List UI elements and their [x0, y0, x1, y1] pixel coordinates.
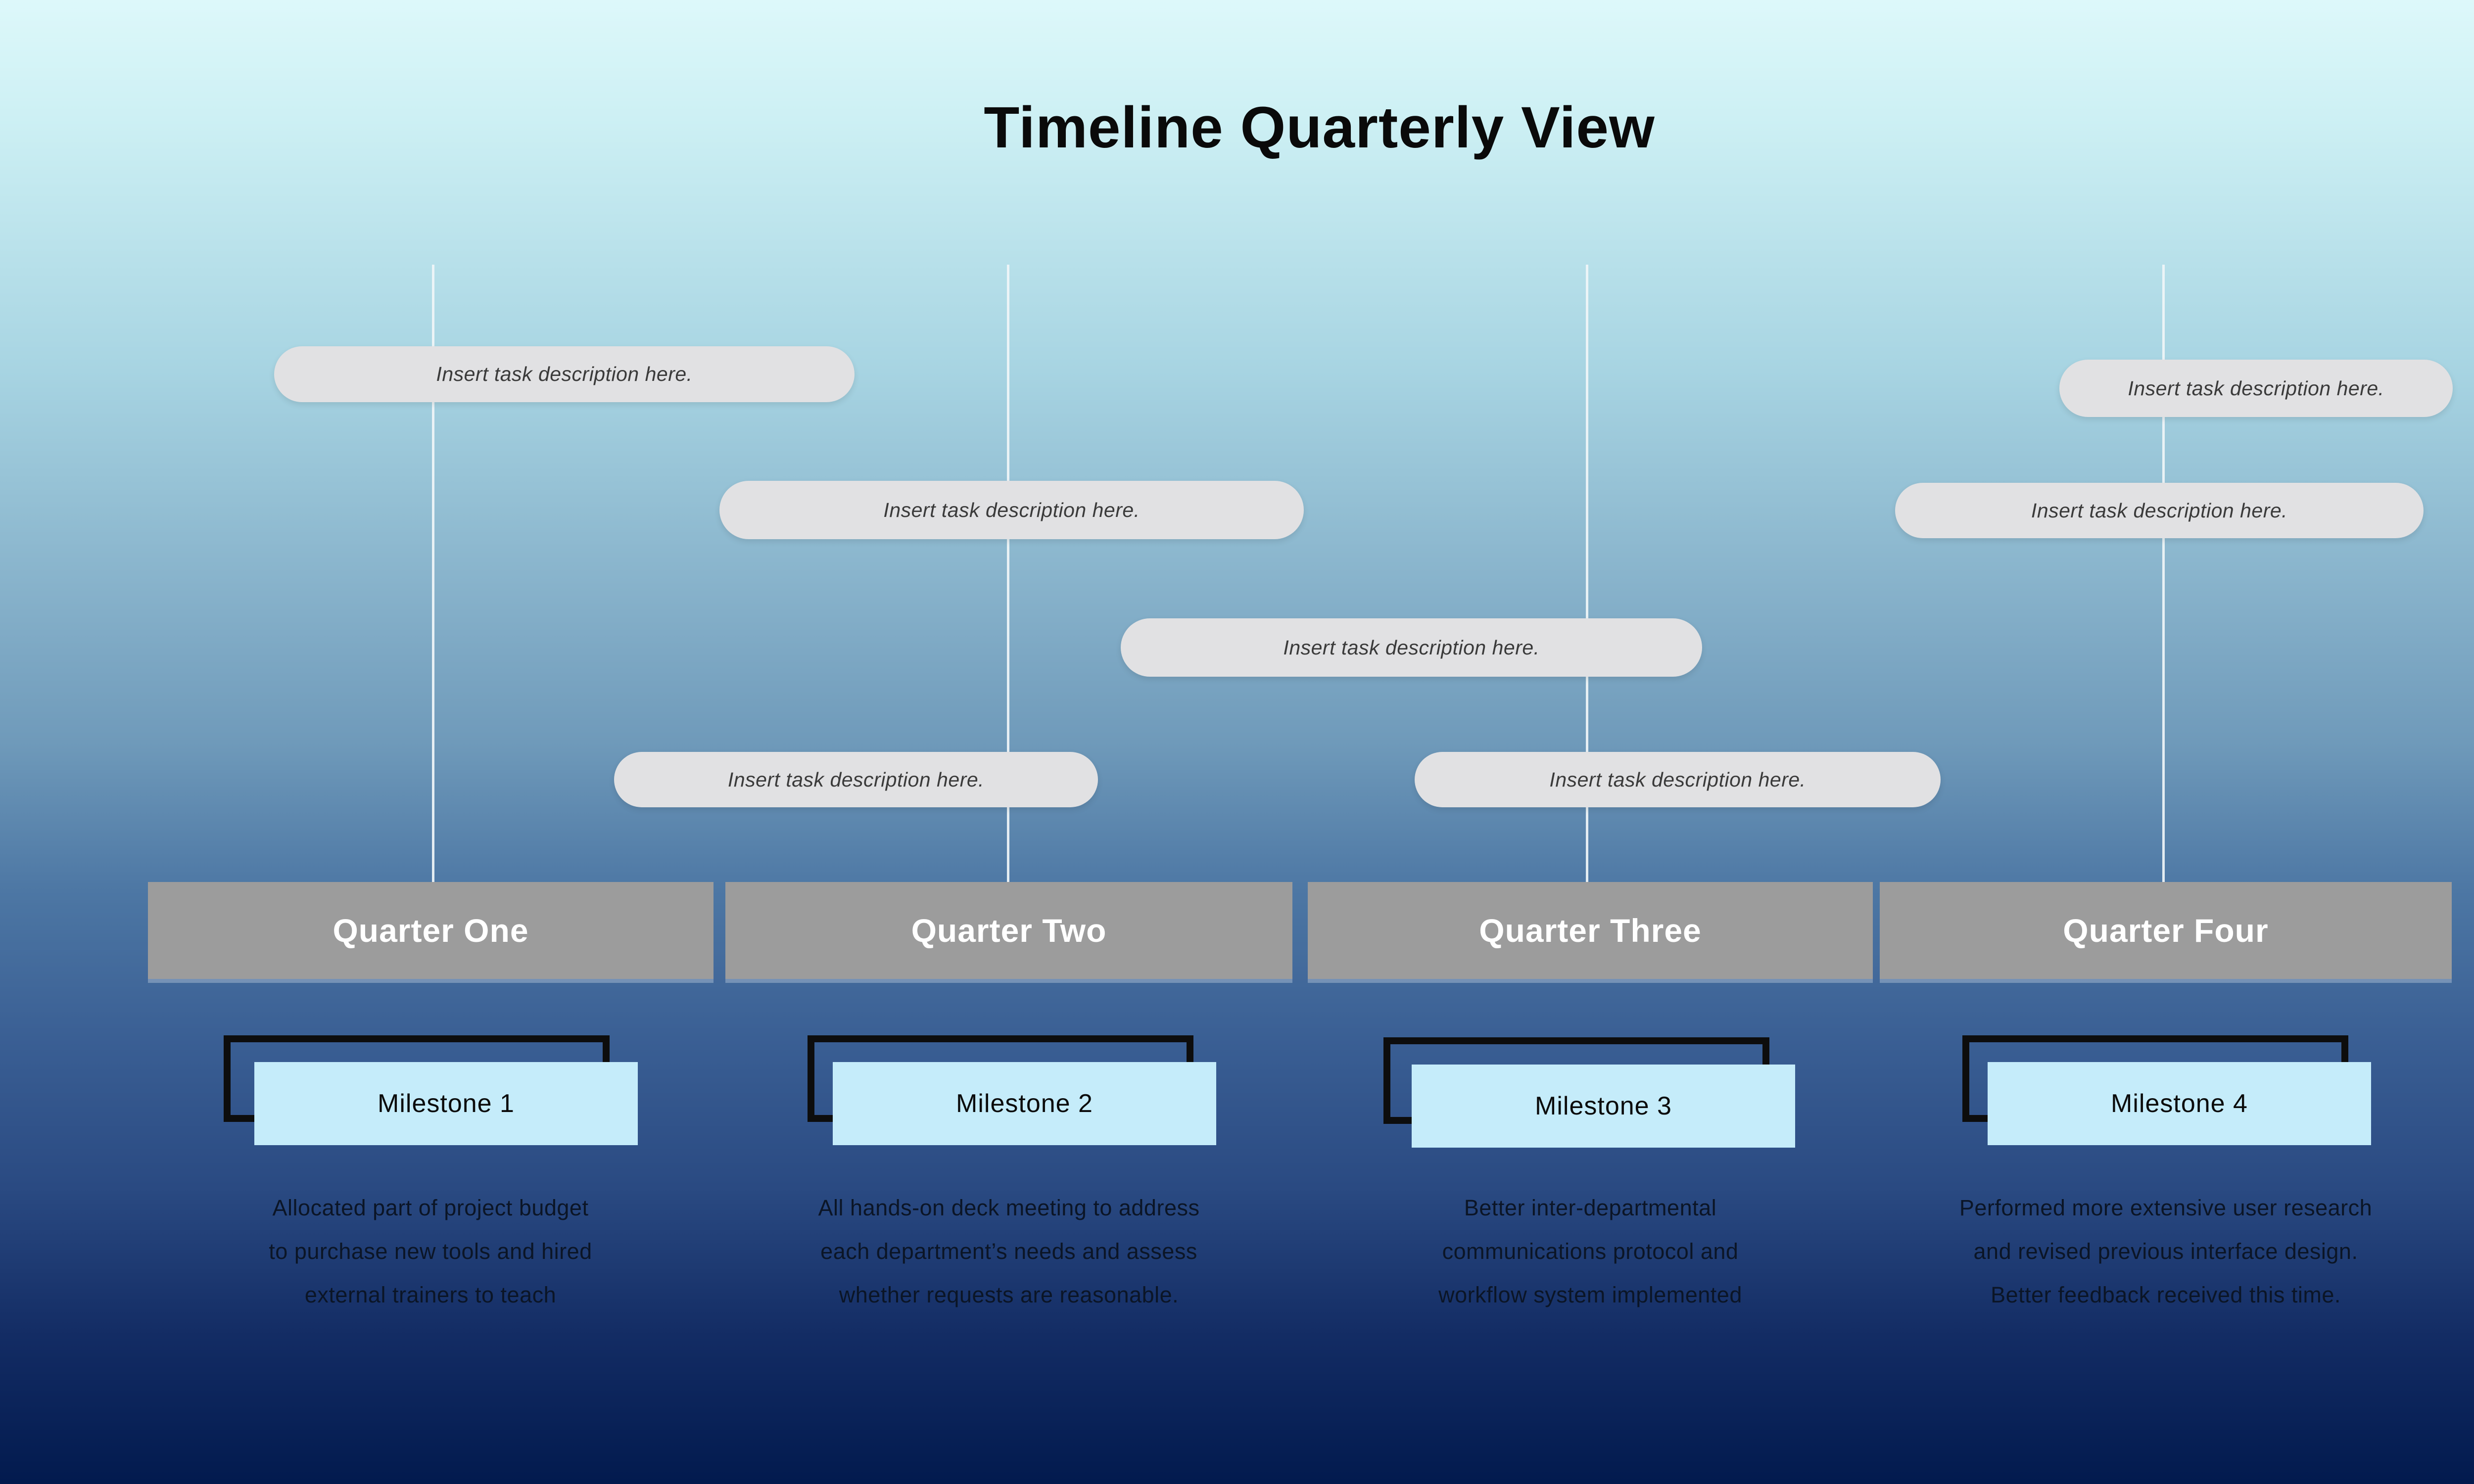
task-pill[interactable]: Insert task description here. — [274, 346, 855, 402]
description-line: workflow system implemented — [1438, 1282, 1742, 1307]
quarter-bar-two[interactable]: Quarter Two — [725, 882, 1292, 979]
description-line: All hands-on deck meeting to address — [818, 1195, 1200, 1220]
description-line: external trainers to teach — [304, 1282, 557, 1307]
timeline-line-q4 — [2162, 265, 2165, 882]
slide-title: Timeline Quarterly View — [984, 95, 1655, 160]
task-pill[interactable]: Insert task description here. — [1415, 752, 1941, 807]
description-line: to purchase new tools and hired — [269, 1239, 592, 1264]
quarter-bar-label: Quarter Four — [2063, 912, 2269, 949]
milestone-description-1: Allocated part of project budget to purc… — [84, 1186, 777, 1317]
description-line: Performed more extensive user research — [1959, 1195, 2373, 1220]
milestone-description-2: All hands-on deck meeting to address eac… — [663, 1186, 1355, 1317]
milestone-label: Milestone 4 — [2111, 1089, 2248, 1118]
milestone-description-3: Better inter-departmental communications… — [1244, 1186, 1937, 1317]
description-line: Allocated part of project budget — [272, 1195, 589, 1220]
milestone-card-3[interactable]: Milestone 3 — [1412, 1065, 1795, 1148]
description-line: and revised previous interface design. — [1973, 1239, 2358, 1264]
task-pill-label: Insert task description here. — [727, 768, 985, 791]
milestone-label: Milestone 2 — [956, 1089, 1093, 1118]
description-line: whether requests are reasonable. — [839, 1282, 1179, 1307]
timeline-line-q3 — [1586, 265, 1588, 882]
task-pill-label: Insert task description here. — [1283, 636, 1540, 659]
description-line: communications protocol and — [1442, 1239, 1739, 1264]
quarter-bar-one[interactable]: Quarter One — [148, 882, 714, 979]
task-pill-label: Insert task description here. — [2128, 376, 2384, 400]
milestone-card-2[interactable]: Milestone 2 — [833, 1062, 1216, 1145]
quarter-bar-label: Quarter Two — [911, 912, 1107, 949]
task-pill[interactable]: Insert task description here. — [2059, 360, 2453, 417]
milestone-card-1[interactable]: Milestone 1 — [254, 1062, 638, 1145]
description-line: Better inter-departmental — [1464, 1195, 1717, 1220]
quarter-bar-three[interactable]: Quarter Three — [1308, 882, 1873, 979]
task-pill[interactable]: Insert task description here. — [1121, 618, 1702, 677]
description-line: Better feedback received this time. — [1991, 1282, 2341, 1307]
task-pill-label: Insert task description here. — [436, 363, 693, 385]
task-pill-label: Insert task description here. — [883, 498, 1140, 521]
timeline-line-q2 — [1007, 265, 1009, 882]
task-pill-label: Insert task description here. — [1549, 768, 1806, 791]
milestone-card-4[interactable]: Milestone 4 — [1988, 1062, 2371, 1145]
description-line: each department’s needs and assess — [820, 1239, 1197, 1264]
task-pill-label: Insert task description here. — [2031, 499, 2288, 522]
milestone-label: Milestone 1 — [378, 1089, 515, 1118]
task-pill[interactable]: Insert task description here. — [719, 481, 1304, 539]
milestone-description-4: Performed more extensive user research a… — [1819, 1186, 2474, 1317]
milestone-label: Milestone 3 — [1535, 1092, 1672, 1120]
quarter-bar-label: Quarter One — [333, 912, 529, 949]
timeline-line-q1 — [432, 265, 434, 882]
quarter-bar-four[interactable]: Quarter Four — [1880, 882, 2452, 979]
quarter-bar-label: Quarter Three — [1479, 912, 1702, 949]
task-pill[interactable]: Insert task description here. — [1895, 483, 2424, 538]
task-pill[interactable]: Insert task description here. — [614, 752, 1098, 807]
